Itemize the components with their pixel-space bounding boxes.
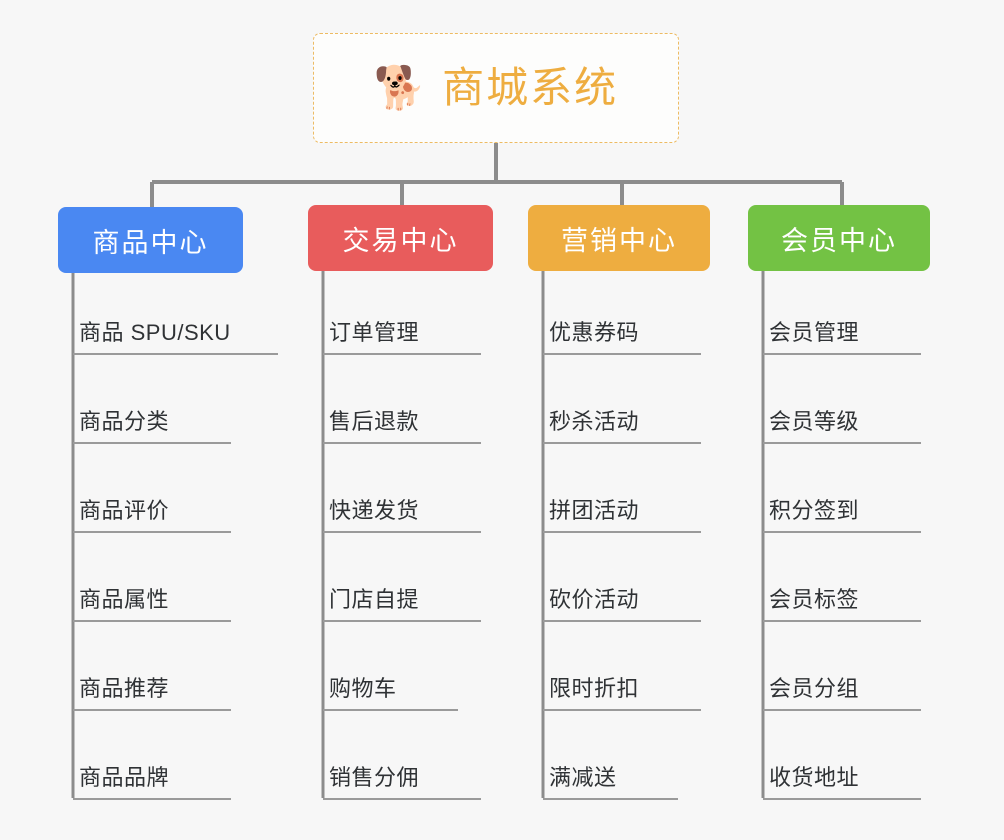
leaf-item-label: 限时折扣	[549, 676, 640, 701]
leaf-item-label: 售后退款	[329, 409, 420, 434]
leaf-item-label: 满减送	[549, 765, 617, 790]
leaf-item[interactable]: 会员标签	[763, 586, 921, 622]
leaf-item-label: 商品评价	[79, 498, 170, 523]
leaf-item[interactable]: 收货地址	[763, 764, 921, 800]
leaf-item[interactable]: 会员等级	[763, 408, 921, 444]
leaf-item-label: 商品分类	[79, 409, 170, 434]
leaf-item[interactable]: 会员管理	[763, 319, 921, 355]
leaf-item-label: 销售分佣	[329, 765, 420, 790]
shiba-dog-face-icon: 🐕	[373, 64, 427, 111]
leaf-item[interactable]: 拼团活动	[543, 497, 701, 533]
leaf-item-label: 拼团活动	[549, 498, 640, 523]
leaf-item-label: 收货地址	[769, 765, 860, 790]
leaf-item-label: 商品属性	[79, 587, 170, 612]
category-label: 商品中心	[92, 227, 209, 258]
leaf-item-label: 会员标签	[769, 587, 860, 612]
leaf-item-label: 会员等级	[769, 409, 860, 434]
leaf-item[interactable]: 商品分类	[73, 408, 231, 444]
category-label: 营销中心	[561, 225, 677, 256]
leaf-item[interactable]: 限时折扣	[543, 675, 701, 711]
root-title: 商城系统	[442, 64, 619, 111]
category-label: 会员中心	[781, 225, 897, 256]
category-box-marketing-center[interactable]: 营销中心	[528, 205, 710, 271]
leaf-item[interactable]: 商品属性	[73, 586, 231, 622]
leaf-item-label: 商品推荐	[79, 676, 170, 701]
leaf-item-label: 砍价活动	[549, 587, 640, 612]
leaf-item-label: 快递发货	[329, 498, 420, 523]
category-label: 交易中心	[342, 225, 459, 256]
leaf-item-label: 商品品牌	[79, 765, 170, 790]
leaf-item-label: 优惠券码	[549, 320, 640, 345]
category-box-member-center[interactable]: 会员中心	[748, 205, 930, 271]
leaf-item-label: 会员分组	[769, 676, 860, 701]
leaf-item[interactable]: 商品 SPU/SKU	[73, 319, 278, 355]
leaf-item-label: 门店自提	[329, 587, 420, 612]
leaf-item[interactable]: 积分签到	[763, 497, 921, 533]
root-node[interactable]: 🐕 商城系统	[313, 33, 679, 143]
leaf-item[interactable]: 门店自提	[323, 586, 481, 622]
leaf-item-label: 秒杀活动	[549, 409, 640, 434]
leaf-item-label: 订单管理	[329, 320, 420, 345]
leaf-item[interactable]: 商品评价	[73, 497, 231, 533]
leaf-item-label: 积分签到	[769, 498, 860, 523]
leaf-item[interactable]: 砍价活动	[543, 586, 701, 622]
leaf-item[interactable]: 秒杀活动	[543, 408, 701, 444]
leaf-item[interactable]: 购物车	[323, 675, 458, 711]
leaf-item[interactable]: 满减送	[543, 764, 678, 800]
leaf-item[interactable]: 优惠券码	[543, 319, 701, 355]
leaf-item[interactable]: 商品推荐	[73, 675, 231, 711]
category-box-product-center[interactable]: 商品中心	[58, 207, 243, 273]
leaf-item[interactable]: 订单管理	[323, 319, 481, 355]
leaf-item[interactable]: 会员分组	[763, 675, 921, 711]
leaf-item[interactable]: 销售分佣	[323, 764, 481, 800]
category-box-trade-center[interactable]: 交易中心	[308, 205, 493, 271]
leaf-item-label: 商品 SPU/SKU	[79, 320, 231, 345]
leaf-item[interactable]: 商品品牌	[73, 764, 231, 800]
leaf-item-label: 会员管理	[769, 320, 860, 345]
leaf-item[interactable]: 快递发货	[323, 497, 481, 533]
leaf-item[interactable]: 售后退款	[323, 408, 481, 444]
leaf-item-label: 购物车	[329, 676, 397, 701]
